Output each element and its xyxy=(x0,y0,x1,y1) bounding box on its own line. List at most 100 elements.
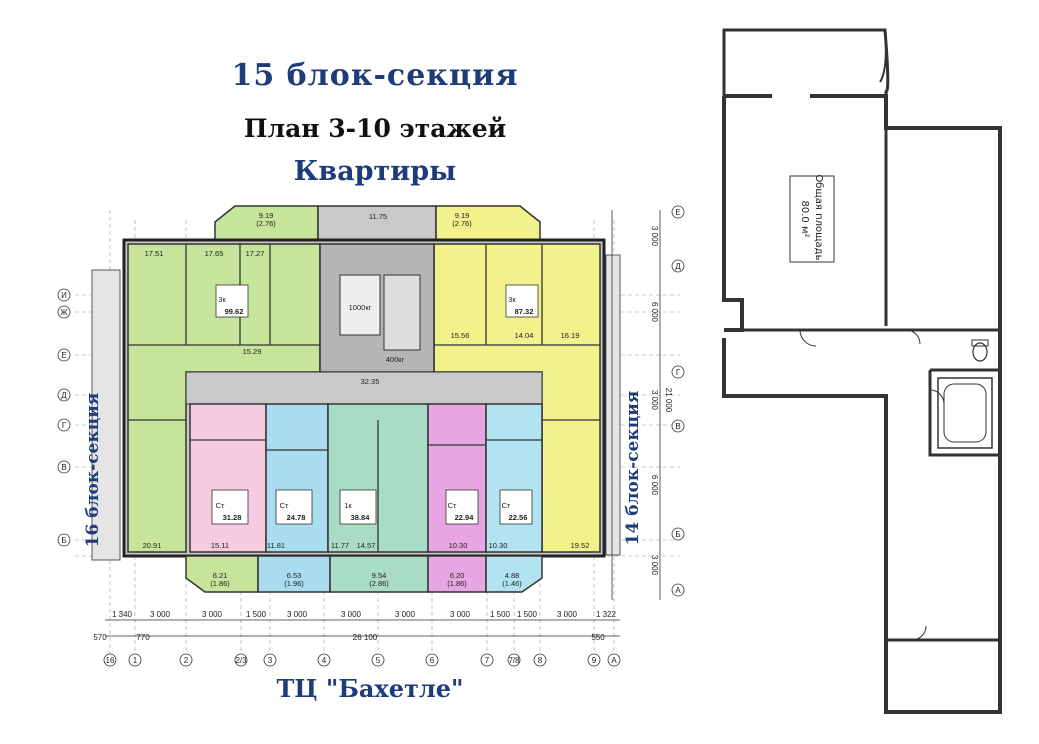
lift-label: 1000кг xyxy=(349,303,372,312)
y-axis-left-0: И xyxy=(57,288,71,302)
green-apt-total: 99.62 xyxy=(225,307,244,316)
x-axis-1: 1 xyxy=(128,653,142,667)
room-n-area: 10.30 xyxy=(489,541,508,550)
x-axis-8: 7 xyxy=(480,653,494,667)
dim-seg-4: 3 000 xyxy=(287,610,308,619)
balc-b3-area: 9.54 xyxy=(372,571,387,580)
blue2-apt-label: 1к xyxy=(344,501,352,510)
balcony-bottom-3 xyxy=(329,555,429,593)
apartment-info-boxes xyxy=(211,284,539,525)
dim-right-top: 3 000 xyxy=(650,226,659,247)
svg-text:Г: Г xyxy=(62,421,67,430)
svg-text:А: А xyxy=(611,656,617,665)
dim-left-offset: 570 xyxy=(93,633,107,642)
svg-text:2: 2 xyxy=(184,656,189,665)
svg-text:16: 16 xyxy=(106,656,115,665)
cyan-apt-label: Ст xyxy=(502,501,511,510)
balc-b2-sub: (1.96) xyxy=(284,579,304,588)
y-axis-right-5: А xyxy=(671,583,685,597)
balcony-top-left-area: 9.19 xyxy=(259,211,274,220)
balcony-bottom-2 xyxy=(257,555,331,593)
svg-text:5: 5 xyxy=(376,656,381,665)
dim-right-mid2: 6 000 xyxy=(650,475,659,496)
right-section-label: 14 блок-секция xyxy=(623,391,643,546)
svg-text:Б: Б xyxy=(675,530,680,539)
purple-apt-total: 22.94 xyxy=(455,513,475,522)
svg-text:1: 1 xyxy=(133,656,138,665)
room-g-area: 16.19 xyxy=(561,331,580,340)
svg-text:9: 9 xyxy=(592,656,597,665)
room-m-area: 10.30 xyxy=(449,541,468,550)
dim-right-seg3: 3 000 xyxy=(650,390,659,411)
y-axis-markers-left: ИЖ Е Д Г В Б xyxy=(57,288,71,547)
apartment-pink xyxy=(189,403,267,553)
dim-last-seg: 1 322 xyxy=(596,610,617,619)
room-f-area: 14.04 xyxy=(515,331,534,340)
x-axis-10: 8 xyxy=(533,653,547,667)
pink-apt-label: Ст xyxy=(216,501,225,510)
y-axis-left-2: Е xyxy=(57,348,71,362)
dim-seg-6: 3 000 xyxy=(395,610,416,619)
right-stair-strip xyxy=(605,254,621,556)
left-stair-strip xyxy=(91,269,121,561)
balc-b3-sub: (2.86) xyxy=(369,579,389,588)
svg-text:Г: Г xyxy=(676,368,681,377)
mall-title: ТЦ "Бахетле" xyxy=(276,674,464,703)
corridor xyxy=(185,371,543,405)
y-axis-left-1: Ж xyxy=(57,305,71,319)
y-axis-left-6: Б xyxy=(57,533,71,547)
balc-b4-sub: (1.86) xyxy=(447,579,467,588)
yellow-apt-label: 3к xyxy=(508,295,516,304)
dim-seg-3: 1 500 xyxy=(246,610,267,619)
staircase xyxy=(383,274,421,351)
balcony-top-mid xyxy=(317,205,437,241)
svg-text:Б: Б xyxy=(61,536,66,545)
blue2-apt-total: 38.84 xyxy=(351,513,371,522)
y-axis-right-4: Б xyxy=(671,527,685,541)
blue-apt-total: 24.78 xyxy=(287,513,306,522)
balc-b1-sub: (1.86) xyxy=(210,579,230,588)
balcony-top-right xyxy=(435,205,541,241)
room-c-area: 17.27 xyxy=(246,249,265,258)
hall-area: 32.35 xyxy=(361,377,380,386)
balcony-top-right-area: 9.19 xyxy=(455,211,470,220)
svg-text:И: И xyxy=(61,291,67,300)
apartment-blue xyxy=(265,403,329,553)
dim-seg-9: 1 500 xyxy=(517,610,538,619)
dim-right-bottom: 3 000 xyxy=(650,555,659,576)
svg-text:Д: Д xyxy=(675,262,681,271)
svg-text:А: А xyxy=(675,586,681,595)
room-b-area: 17.65 xyxy=(205,249,224,258)
balcony-top-mid-area: 11.75 xyxy=(369,212,387,221)
x-axis-12: А xyxy=(607,653,621,667)
x-axis-11: 9 xyxy=(587,653,601,667)
dim-seg-1: 3 000 xyxy=(150,610,171,619)
y-axis-left-3: Д xyxy=(57,388,71,402)
apartment-purple xyxy=(427,403,487,553)
svg-text:В: В xyxy=(61,463,66,472)
room-e-area: 15.56 xyxy=(451,331,470,340)
x-axis-2: 2 xyxy=(179,653,193,667)
cyan-apt-total: 22.56 xyxy=(509,513,528,522)
svg-text:Ж: Ж xyxy=(60,308,68,317)
room-j-area: 11.81 xyxy=(267,541,285,550)
dim-total-height: 21 000 xyxy=(664,388,673,413)
plan-title: План 3-10 этажей xyxy=(243,114,507,143)
x-axis-5: 4 xyxy=(317,653,331,667)
yellow-apt-total: 87.32 xyxy=(515,307,534,316)
svg-text:7: 7 xyxy=(485,656,490,665)
x-axis-0: 16 xyxy=(103,653,117,667)
balc-b2-area: 6.53 xyxy=(287,571,302,580)
svg-text:7/8: 7/8 xyxy=(508,656,520,665)
x-axis-4: 3 xyxy=(263,653,277,667)
x-axis-7: 6 xyxy=(425,653,439,667)
svg-text:В: В xyxy=(675,422,680,431)
dim-total-width: 26 100 xyxy=(353,633,378,642)
purple-apt-label: Ст xyxy=(448,501,457,510)
lift2-label: 400кг xyxy=(386,355,405,364)
room-l-area: 14.57 xyxy=(357,541,376,550)
svg-text:4: 4 xyxy=(322,656,327,665)
svg-text:8: 8 xyxy=(538,656,543,665)
green-apt-label: 3к xyxy=(218,295,226,304)
